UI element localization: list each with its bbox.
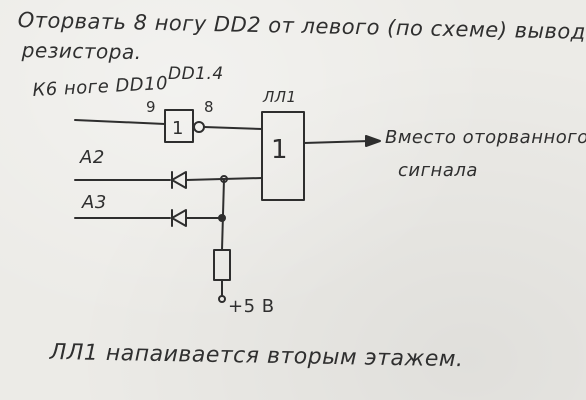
gate-body: [261, 111, 305, 201]
gate-ref-label: ЛЛ1: [263, 88, 297, 106]
input-a2-label: A2: [80, 147, 105, 168]
input-wire: [74, 119, 166, 125]
inverter-pin-in-label: 9: [146, 98, 157, 116]
output-wire: [303, 140, 371, 144]
inverter-pin-out-label: 8: [204, 98, 215, 116]
output-arrowhead: [365, 135, 381, 147]
output-label-line-1: Вместо оторванного: [385, 127, 586, 148]
inverter-symbol: 1: [172, 118, 184, 139]
vertical-bus: [221, 178, 225, 251]
output-label-line-2: сигнала: [398, 160, 478, 181]
inverter-ref-label: DD1.4: [168, 64, 224, 84]
inverter-body: [164, 109, 194, 143]
pullup-resistor: [213, 249, 231, 281]
supply-terminal: [218, 295, 226, 303]
inverter-output-wire: [203, 126, 263, 130]
input-a3-label: A3: [82, 192, 107, 213]
inversion-bubble: [193, 121, 205, 133]
gate-symbol: 1: [271, 135, 289, 165]
supply-label: +5 В: [228, 296, 275, 317]
a3-diode-triangle: [171, 209, 187, 227]
a2-diode-triangle: [171, 171, 187, 189]
